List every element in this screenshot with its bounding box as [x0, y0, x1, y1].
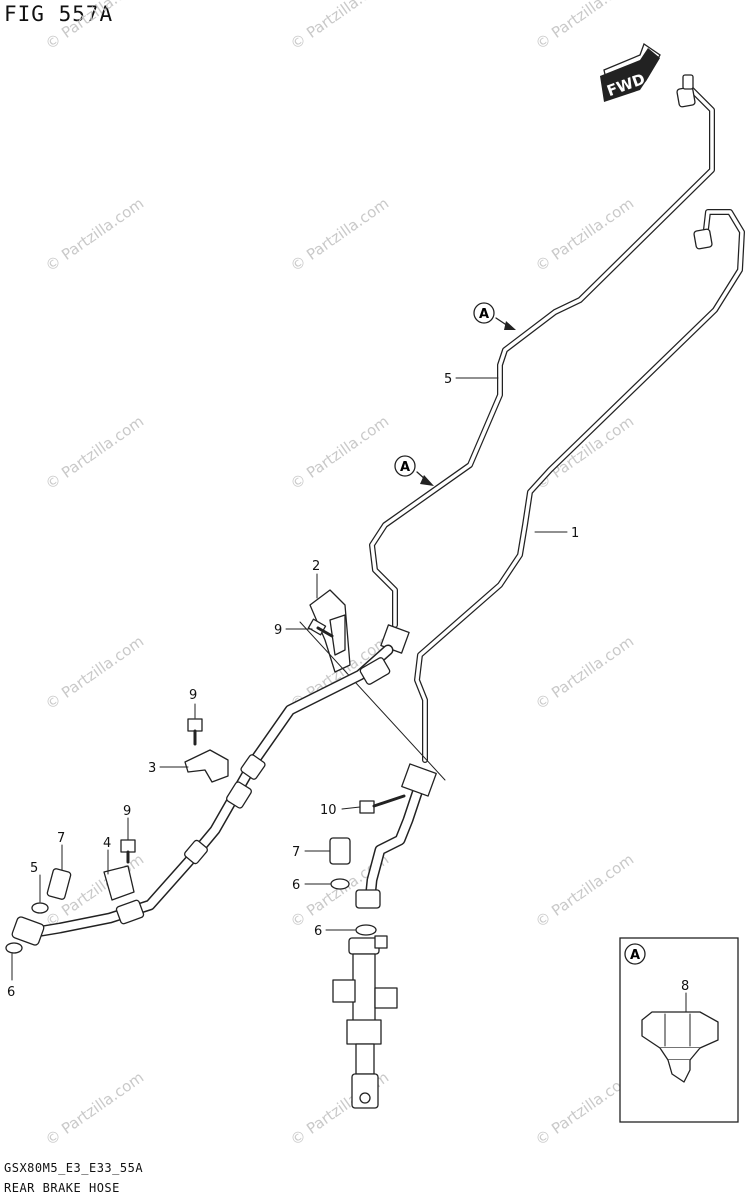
bolt-9-mid	[187, 718, 203, 746]
diagram-code: GSX80M5_E3_E33_55A	[4, 1161, 144, 1175]
diagram-name: REAR BRAKE HOSE	[4, 1181, 120, 1195]
callout-9-mid: 9	[189, 688, 197, 703]
watermark: © Partzilla.com	[287, 194, 392, 275]
callout-7-left: 7	[57, 831, 65, 846]
callout-9-lower: 9	[123, 804, 131, 819]
bracket-2	[299, 589, 446, 781]
callout-2: 2	[312, 559, 320, 574]
watermark: © Partzilla.com	[42, 632, 147, 713]
watermark: © Partzilla.com	[42, 1068, 147, 1149]
clamp-3	[184, 749, 229, 783]
ref-marker-a-lower: A	[394, 455, 434, 486]
brake-pipe-1	[414, 209, 745, 763]
master-cylinder-hose	[355, 763, 437, 909]
watermark: © Partzilla.com	[532, 412, 637, 493]
clamp-4	[103, 865, 135, 901]
leader-lines	[11, 377, 687, 1013]
callout-7-right: 7	[292, 845, 300, 860]
callout-10: 10	[320, 803, 337, 818]
callout-6-cylinder: 6	[314, 924, 322, 939]
rear-master-cylinder	[332, 935, 398, 1109]
callout-9-upper: 9	[274, 623, 282, 638]
fwd-arrow-icon: FWD	[600, 42, 661, 102]
bolt-10	[359, 794, 406, 814]
bolt-9-lower	[120, 839, 136, 864]
union-bolt-9-upper	[307, 618, 334, 638]
callout-5: 5	[444, 372, 452, 387]
callout-6-left: 5	[30, 861, 38, 876]
callout-3: 3	[148, 761, 156, 776]
figure-title: FIG 557A	[4, 2, 114, 26]
watermark: © Partzilla.com	[287, 412, 392, 493]
inset-marker-label: A	[630, 948, 640, 963]
watermark: © Partzilla.com	[532, 850, 637, 931]
watermark: © Partzilla.com	[42, 0, 147, 53]
clip-8	[641, 1011, 719, 1083]
watermark: © Partzilla.com	[532, 632, 637, 713]
union-bolt-7-right	[329, 837, 351, 865]
washers-6	[5, 878, 377, 954]
callout-1: 1	[571, 526, 579, 541]
ref-marker-label: A	[479, 307, 489, 322]
watermark-grid: © Partzilla.com © Partzilla.com © Partzi…	[42, 0, 637, 1149]
ref-marker-a-upper: A	[473, 302, 516, 330]
callout-numbers: 5 1 2 9 9 3 9 4 7 5 6 10 7 6 6 8	[7, 372, 689, 1000]
watermark: © Partzilla.com	[532, 0, 637, 53]
union-bolt-7-left	[46, 868, 72, 900]
ref-marker-label: A	[400, 460, 410, 475]
callout-6-right: 6	[292, 878, 300, 893]
callout-8: 8	[681, 979, 689, 994]
detail-inset-a: A	[619, 937, 739, 1123]
watermark: © Partzilla.com	[287, 0, 392, 53]
callout-6-bottom: 6	[7, 985, 15, 1000]
brake-pipe-5	[369, 74, 715, 628]
watermark: © Partzilla.com	[42, 412, 147, 493]
watermark: © Partzilla.com	[42, 194, 147, 275]
rear-brake-hose	[11, 644, 394, 946]
callout-4: 4	[103, 836, 111, 851]
